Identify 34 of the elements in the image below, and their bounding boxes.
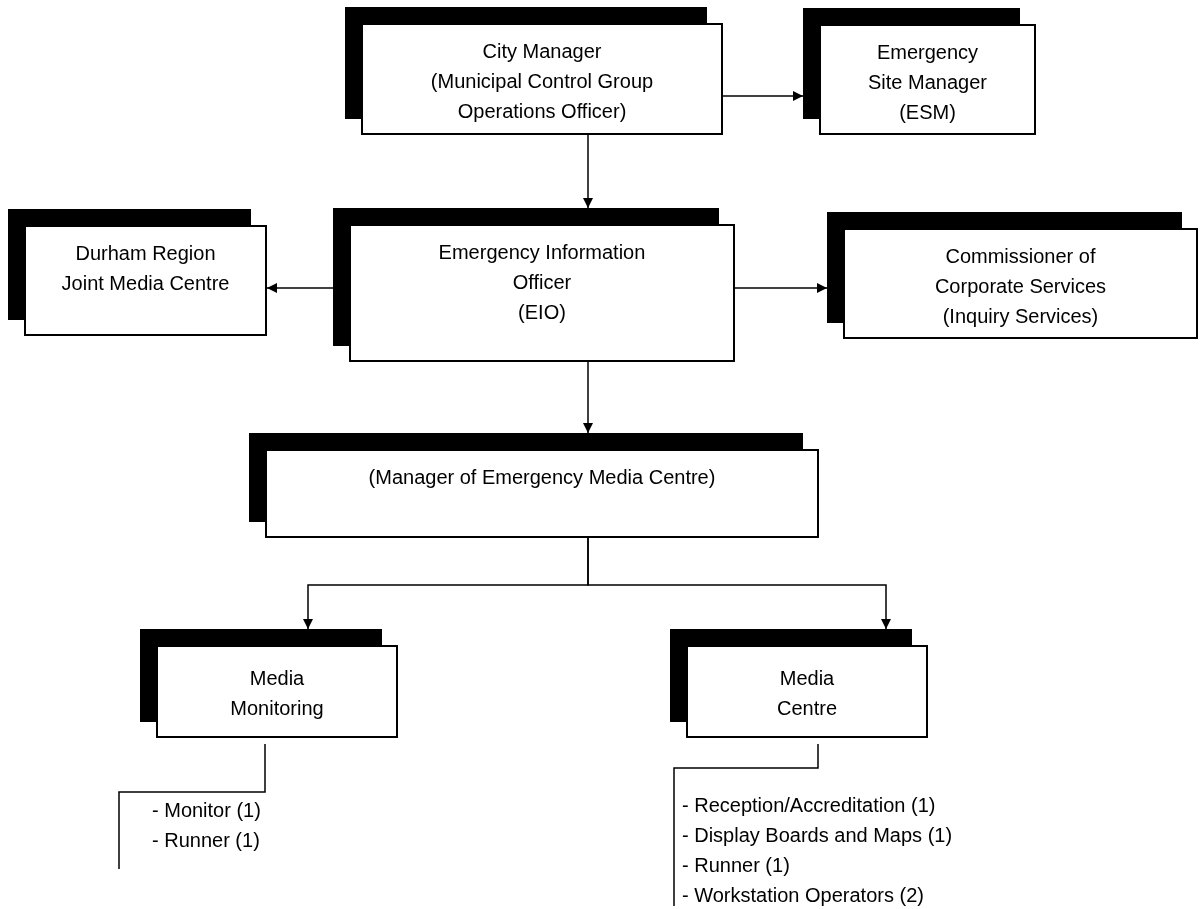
box-label: (EIO)	[518, 300, 566, 325]
shadowed-box	[140, 629, 398, 738]
arrow	[266, 283, 334, 293]
box-label: (ESM)	[899, 100, 956, 125]
arrow	[734, 283, 828, 293]
box-label: Emergency Information Officer	[437, 240, 647, 295]
arrow	[583, 361, 593, 434]
shadowed-box	[345, 7, 723, 135]
box-label: (Manager of Emergency Media Centre)	[368, 465, 716, 490]
box-label: Durham Region Joint Media Centre	[60, 241, 231, 296]
list-item: - Runner (1)	[152, 828, 260, 853]
shadowed-box	[670, 629, 928, 738]
box-label: Media Monitoring	[229, 666, 325, 721]
shadowed-box	[333, 208, 735, 362]
box-label: City Manager	[482, 39, 602, 64]
arrow	[583, 134, 593, 209]
arrow	[722, 91, 804, 101]
shadowed-box	[827, 212, 1198, 339]
box-label: Media Centre	[776, 666, 838, 721]
bracket-line	[673, 743, 819, 907]
box-label: (Inquiry Services)	[942, 304, 1099, 329]
box-label: Emergency Site Manager	[867, 40, 988, 95]
list-item: - Workstation Operators (2)	[682, 883, 924, 908]
shadowed-box	[8, 209, 267, 336]
box-label: (Municipal Control Group Operations Officer)	[429, 69, 655, 124]
shadowed-box	[249, 433, 819, 538]
list-item: - Display Boards and Maps (1)	[682, 823, 953, 848]
list-item: - Reception/Accreditation (1)	[682, 793, 936, 818]
bracket-line	[118, 743, 266, 870]
list-item: - Runner (1)	[682, 853, 790, 878]
list-item: - Monitor (1)	[152, 798, 261, 823]
shadowed-box	[803, 8, 1036, 135]
box-label: Commissioner of Corporate Services	[933, 244, 1108, 299]
arrow	[587, 537, 891, 630]
